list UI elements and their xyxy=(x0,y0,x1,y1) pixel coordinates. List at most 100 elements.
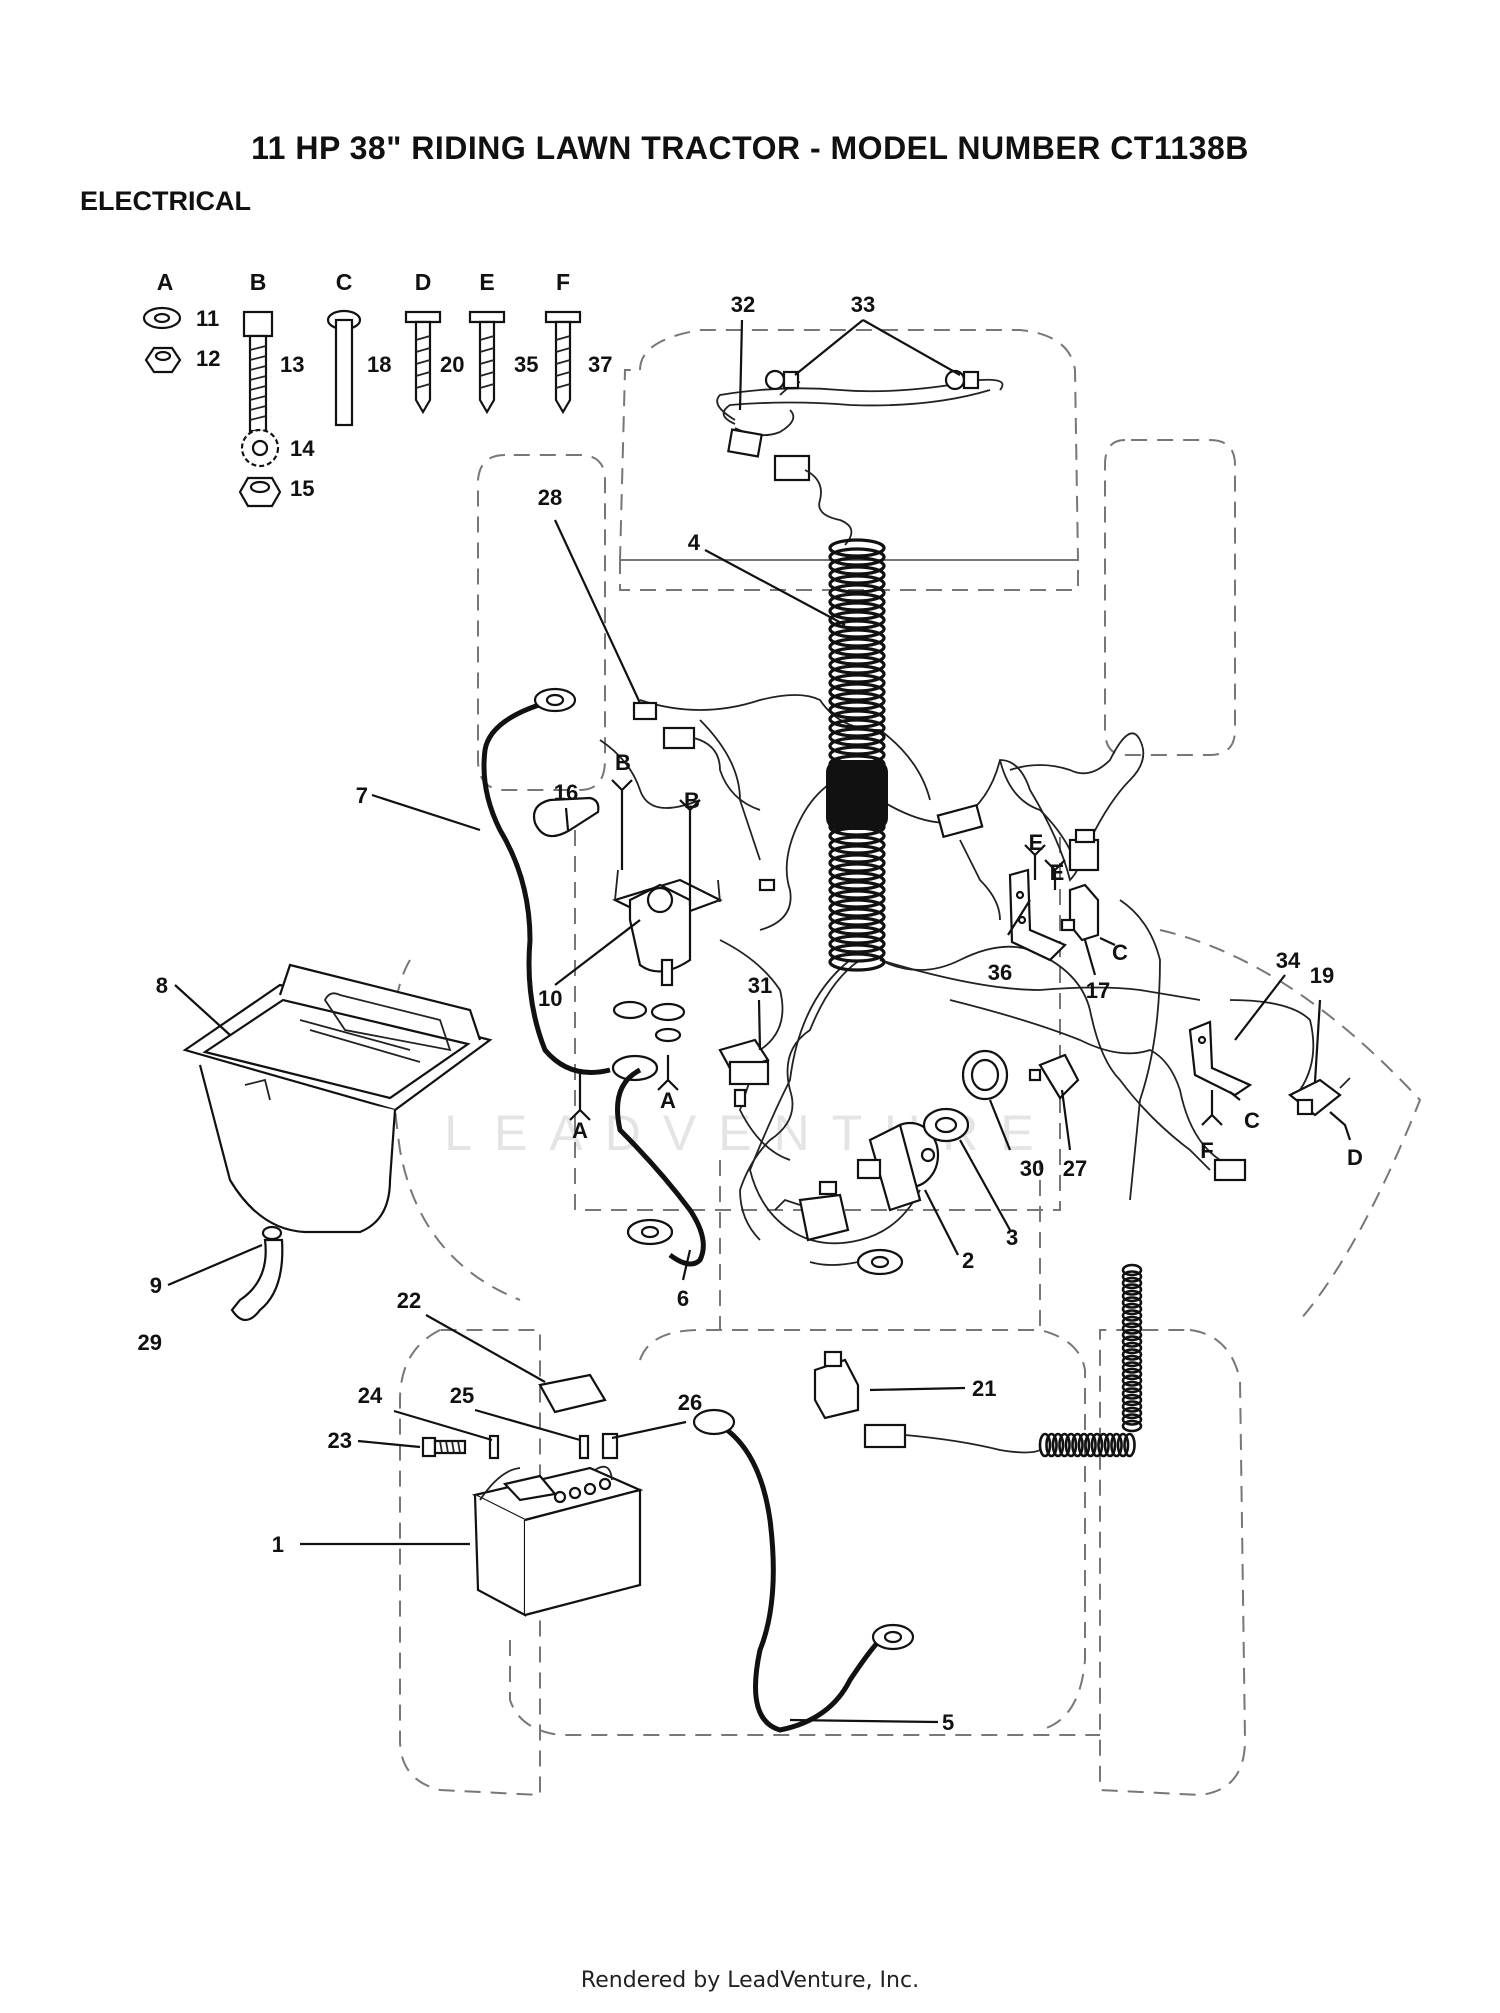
bracket-36 xyxy=(1008,868,1067,962)
coil-ring xyxy=(828,619,886,639)
relay-21 xyxy=(813,1350,1041,1454)
coil-ring xyxy=(1077,1432,1091,1458)
coil-ring xyxy=(1110,1432,1123,1458)
hardware-header-d: D xyxy=(415,269,432,295)
fastener-letter-b-right: B xyxy=(684,788,700,813)
coil-ring xyxy=(828,664,886,684)
coil-ring xyxy=(828,925,886,945)
callout-8: 8 xyxy=(156,973,168,998)
coil-ring xyxy=(1121,1263,1143,1277)
coil-ring xyxy=(1121,1361,1143,1374)
coil-ring xyxy=(1121,1393,1143,1407)
hardware-header-f: F xyxy=(556,269,570,295)
coil-ring xyxy=(828,601,886,621)
callout-33: 33 xyxy=(851,292,875,317)
coil-ring xyxy=(1121,1348,1143,1361)
bulb-right-icon xyxy=(944,369,980,391)
callout-1: 1 xyxy=(272,1532,284,1557)
callout-5: 5 xyxy=(942,1710,954,1735)
callout-2: 2 xyxy=(962,1248,974,1273)
coil-ring xyxy=(828,592,886,612)
callout-3: 3 xyxy=(1006,1225,1018,1250)
coil-ring xyxy=(1084,1432,1097,1458)
leader-lines xyxy=(167,319,1322,1724)
screw-e-icon xyxy=(468,310,506,415)
coil-ring xyxy=(1121,1302,1143,1316)
coil-ring xyxy=(828,916,886,936)
fastener-letter-c-lower: C xyxy=(1244,1108,1260,1133)
callout-10: 10 xyxy=(538,986,562,1011)
coil-ring xyxy=(828,637,886,657)
washer-24 xyxy=(488,1434,500,1460)
tractor-outline xyxy=(391,329,1422,1797)
callout-11: 11 xyxy=(196,306,219,331)
footer-credit: Rendered by LeadVenture, Inc. xyxy=(580,1968,920,1993)
coil-ring xyxy=(828,700,886,720)
coil-ring xyxy=(1045,1432,1058,1458)
coil-ring xyxy=(1090,1432,1104,1458)
battery-cable-6 xyxy=(615,1067,706,1267)
headlight-harness xyxy=(716,369,1004,546)
harness-connector-block xyxy=(774,1180,904,1276)
hardware-header-c: C xyxy=(336,269,353,295)
callout-17: 17 xyxy=(1086,978,1110,1003)
hardware-header-a: A xyxy=(157,269,174,295)
switch-31 xyxy=(718,1038,770,1108)
coil-ring xyxy=(1051,1432,1065,1458)
battery-1 xyxy=(471,1465,644,1617)
screw-f-icon xyxy=(544,310,582,415)
coil-ring xyxy=(828,844,886,864)
coil-ring xyxy=(828,871,886,891)
coil-ring xyxy=(1064,1432,1078,1458)
coil-ring xyxy=(1121,1328,1143,1342)
callout-12: 12 xyxy=(196,346,220,371)
coil-ring xyxy=(828,556,886,576)
nut-26 xyxy=(601,1432,619,1460)
coil-ring xyxy=(828,709,886,729)
coil-ring xyxy=(828,952,886,972)
coil-ring xyxy=(1121,1341,1143,1355)
switch-bracket-17 xyxy=(1060,828,1100,942)
coil-ring xyxy=(1121,1387,1143,1400)
callout-18: 18 xyxy=(367,352,391,377)
bolt-c-icon xyxy=(326,309,362,427)
callout-35: 35 xyxy=(514,352,538,377)
callout-24: 24 xyxy=(358,1383,383,1408)
coil-ring xyxy=(828,889,886,909)
coil-ring xyxy=(828,628,886,648)
washer-terminal-right xyxy=(650,1002,686,1043)
bezel-30 xyxy=(961,1049,1009,1101)
callout-4: 4 xyxy=(688,530,701,555)
coil-ring xyxy=(828,736,886,756)
callout-37: 37 xyxy=(588,352,612,377)
coil-ring xyxy=(1121,1322,1143,1335)
ignition-switch-2 xyxy=(856,1121,940,1212)
callout-19: 19 xyxy=(1310,963,1334,988)
coil-ring xyxy=(1121,1270,1143,1283)
battery-box-8 xyxy=(182,963,493,1234)
lock-nut-icon xyxy=(238,476,282,508)
callout-15: 15 xyxy=(290,476,314,501)
coil-ring xyxy=(828,673,886,693)
washer-terminal-left xyxy=(612,1000,648,1020)
coil-ring xyxy=(828,727,886,747)
coil-ring xyxy=(1121,1380,1143,1394)
coil-ring xyxy=(1121,1315,1143,1329)
screw-d-icon xyxy=(404,310,442,415)
fastener-letter-b-left: B xyxy=(615,750,631,775)
fastener-letter-f: F xyxy=(1200,1138,1213,1163)
bolt-b-icon xyxy=(242,310,274,433)
nut-icon xyxy=(144,346,182,374)
coil-ring xyxy=(828,538,886,558)
callout-21: 21 xyxy=(972,1376,996,1401)
callout-6: 6 xyxy=(677,1286,689,1311)
hardware-header-e: E xyxy=(479,269,494,295)
coil-ring xyxy=(1121,1406,1143,1420)
fastener-indicators xyxy=(569,779,1352,1141)
bracket-34 xyxy=(1188,1020,1253,1097)
coil-ring xyxy=(828,934,886,954)
coil-ring xyxy=(1121,1283,1143,1296)
fastener-letter-a-right: A xyxy=(660,1088,676,1113)
coil-ring xyxy=(828,610,886,630)
